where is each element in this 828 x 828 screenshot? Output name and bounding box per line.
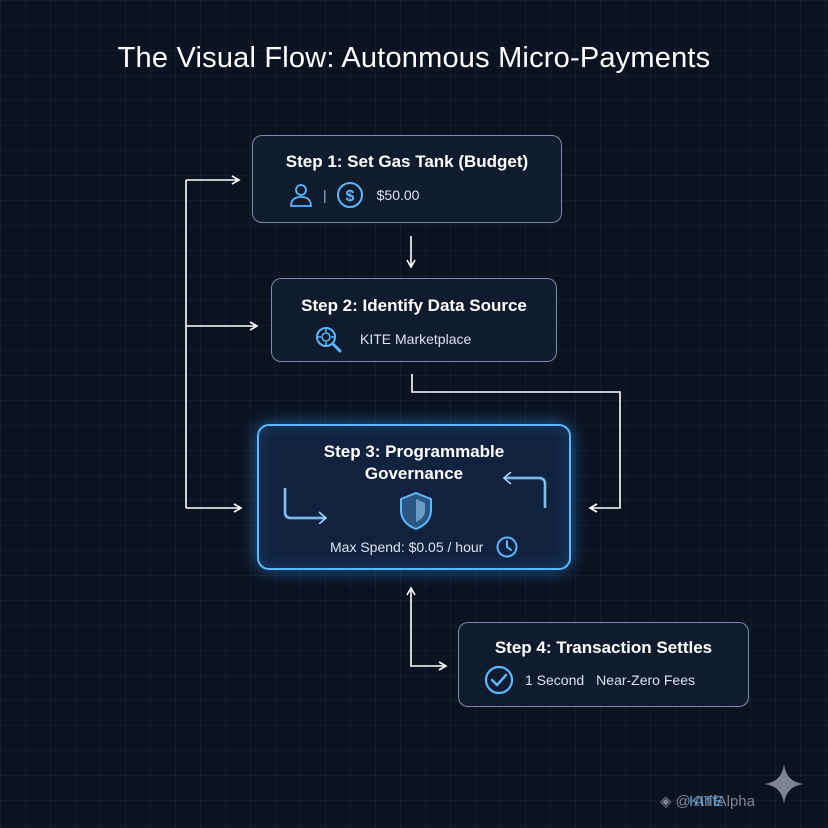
step4-details: 1 Second Near-Zero Fees <box>483 664 695 696</box>
step1-heading: Step 1: Set Gas Tank (Budget) <box>285 152 529 171</box>
watermark-brand: KITE <box>688 792 724 810</box>
svg-text:$: $ <box>345 188 354 205</box>
step2-box: Step 2: Identify Data Source KITE Market… <box>271 278 557 362</box>
step2-details: KITE Marketplace <box>312 323 471 355</box>
flow-back-arrow-icon <box>497 472 553 512</box>
step3-heading-line1: Step 3: Programmable <box>323 442 505 461</box>
shield-icon <box>397 490 435 532</box>
step2-heading: Step 2: Identify Data Source <box>301 296 527 315</box>
step4-heading: Step 4: Transaction Settles <box>494 638 713 657</box>
step3-heading-line2: Governance <box>364 464 464 483</box>
watermark: ◈ @ ArifAlpha KITE <box>660 792 755 811</box>
flow-in-arrow-icon <box>277 484 333 524</box>
step1-separator: | <box>323 187 327 203</box>
step1-amount: $50.00 <box>376 187 420 203</box>
watermark-text: @ ArifAlpha <box>675 792 755 810</box>
step2-label: KITE Marketplace <box>360 331 472 347</box>
diamond-logo-icon: ◈ <box>660 793 672 810</box>
step4-fees: Near-Zero Fees <box>596 672 695 688</box>
step3-limit-row: Max Spend: $0.05 / hour <box>330 535 519 559</box>
step1-details: | $ $50.00 <box>287 180 419 210</box>
diagram-title: The Visual Flow: Autonmous Micro-Payment… <box>117 42 711 74</box>
user-icon <box>287 181 315 209</box>
step1-box: Step 1: Set Gas Tank (Budget) | $ $50.00 <box>252 135 562 223</box>
clock-icon <box>495 535 519 559</box>
sparkle-icon <box>762 762 806 811</box>
step4-box: Step 4: Transaction Settles 1 Second Nea… <box>458 622 749 707</box>
arrow-step2-to-step3 <box>411 374 621 513</box>
marketplace-search-icon <box>312 323 344 355</box>
step3-box: Step 3: Programmable Governance Max Spen… <box>257 424 571 570</box>
check-circle-icon <box>483 664 515 696</box>
dollar-coin-icon: $ <box>335 180 365 210</box>
step4-speed: 1 Second <box>525 672 585 688</box>
arrow-step3-to-step4 <box>406 586 448 671</box>
step3-limit: Max Spend: $0.05 / hour <box>330 539 484 555</box>
